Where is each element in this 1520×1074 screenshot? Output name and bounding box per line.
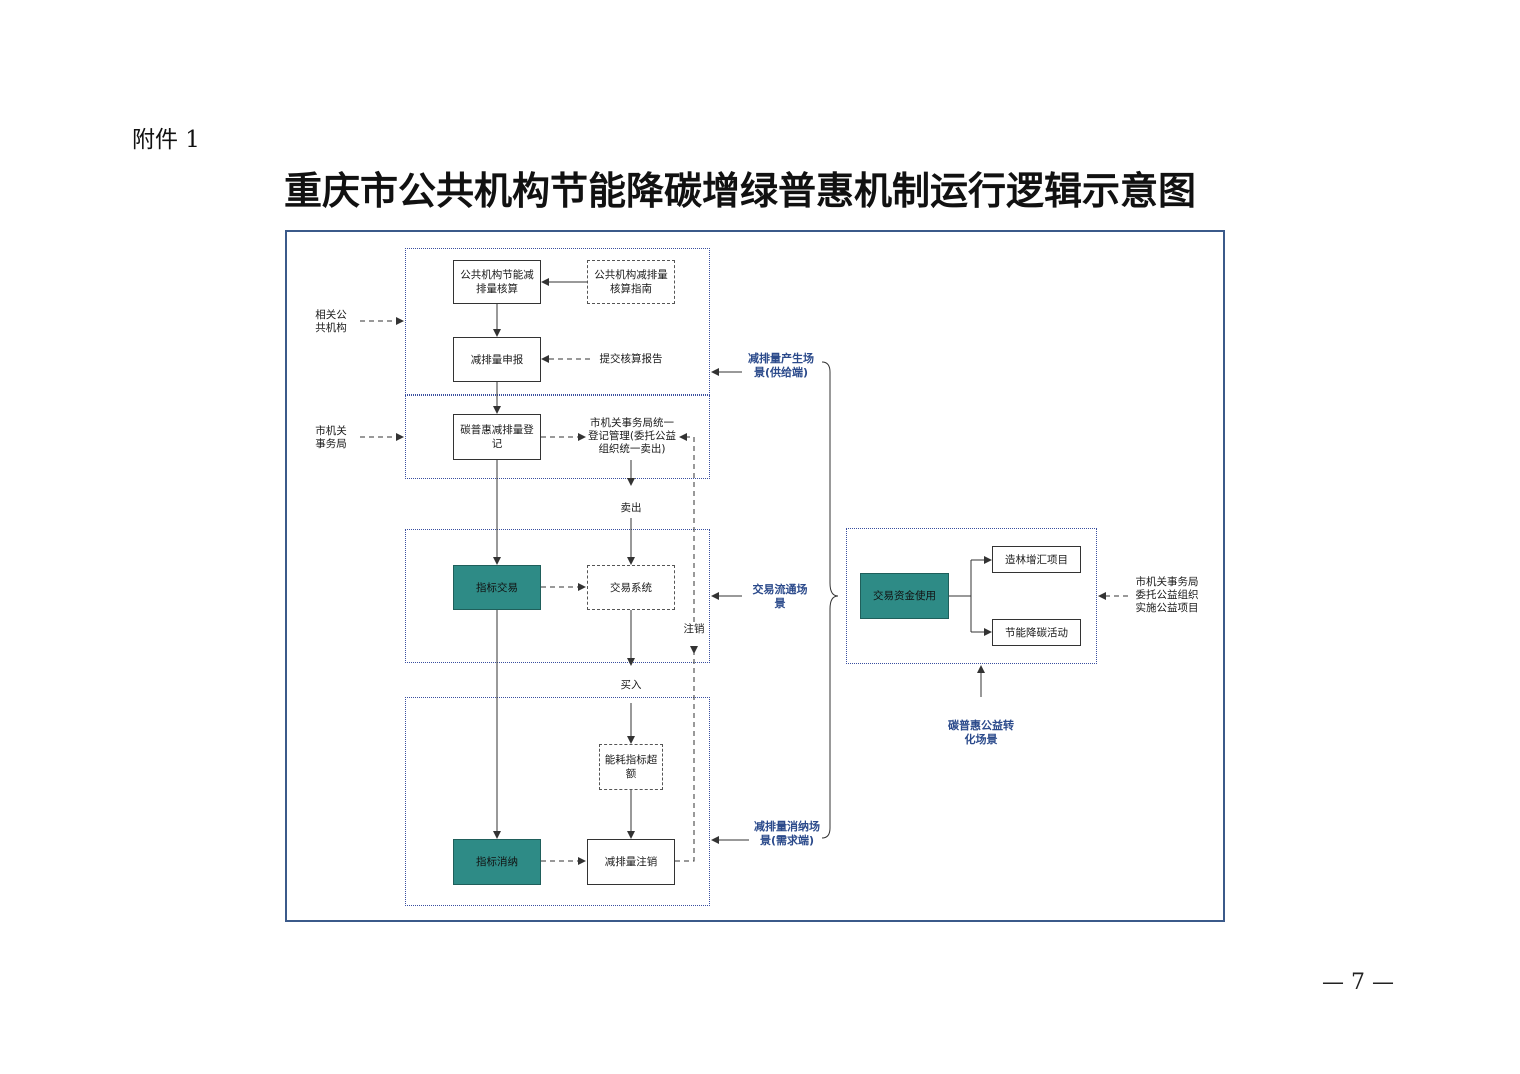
scene-public-welfare: 碳普惠公益转化场景 — [948, 719, 1014, 746]
node-accounting: 公共机构节能减排量核算 — [453, 260, 541, 304]
scene-supply: 减排量产生场景(供给端) — [748, 352, 814, 379]
actor-bureau-entrust: 市机关事务局委托公益组织实施公益项目 — [1135, 576, 1199, 614]
node-afforestation: 造林增汇项目 — [992, 546, 1081, 573]
label-unified-management: 市机关事务局统一登记管理(委托公益组织统一卖出) — [587, 417, 677, 455]
node-energy-saving: 节能降碳活动 — [992, 619, 1081, 646]
page-number: — 7 — — [1322, 970, 1394, 995]
node-energy-excess: 能耗指标超额 — [599, 744, 663, 790]
scene-demand: 减排量消纳场景(需求端) — [754, 820, 820, 847]
label-sell: 卖出 — [620, 502, 642, 514]
node-register: 碳普惠减排量登记 — [453, 414, 541, 460]
label-submit-report: 提交核算报告 — [599, 353, 663, 365]
zone-generation — [405, 248, 710, 395]
zone-registration — [405, 395, 710, 479]
node-index-consume: 指标消纳 — [453, 839, 541, 885]
node-fund-use: 交易资金使用 — [860, 573, 949, 619]
label-buy: 买入 — [620, 679, 642, 691]
page-title: 重庆市公共机构节能降碳增绿普惠机制运行逻辑示意图 — [284, 168, 1197, 213]
annex-label: 附件 1 — [132, 127, 200, 153]
node-index-trade: 指标交易 — [453, 565, 541, 610]
scene-circulation: 交易流通场景 — [752, 583, 808, 610]
zone-welfare — [846, 528, 1097, 664]
actor-municipal-bureau: 市机关事务局 — [315, 425, 347, 450]
zone-consume — [405, 697, 710, 906]
zone-trade — [405, 529, 710, 663]
actor-related-institutions: 相关公共机构 — [315, 309, 347, 334]
node-guide: 公共机构减排量核算指南 — [587, 260, 675, 304]
node-trade-system: 交易系统 — [587, 565, 675, 610]
label-cancel: 注销 — [683, 623, 705, 635]
node-reduction-cancel: 减排量注销 — [587, 839, 675, 885]
diagram-frame — [285, 230, 1225, 922]
node-declare: 减排量申报 — [453, 337, 541, 382]
